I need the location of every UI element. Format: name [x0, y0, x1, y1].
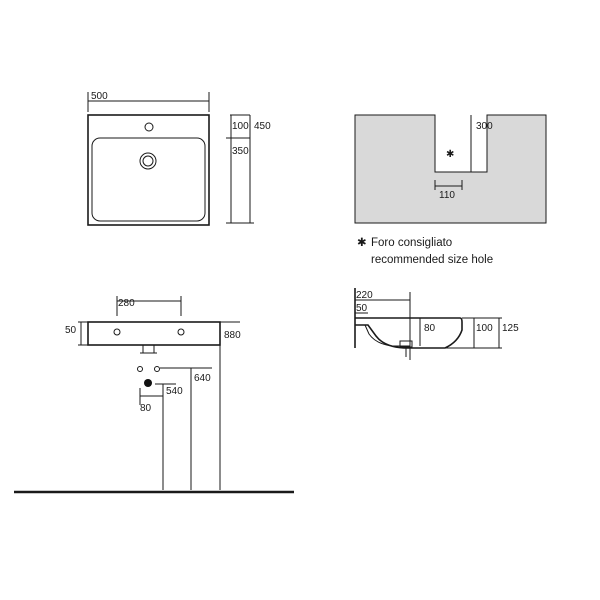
top-height-label: 880: [224, 330, 241, 341]
cutout-height-label: 300: [476, 121, 493, 132]
cutout-width-label: 110: [439, 190, 455, 201]
waste-pipe-point: [144, 379, 152, 387]
side-view: 220 50 80 100 125: [354, 288, 519, 360]
front-view: 280 50 80 540 640 880: [14, 296, 294, 494]
basin-front-outline: [87, 321, 221, 346]
supply-point-left: [137, 366, 143, 372]
inner-height-label: 100: [476, 323, 493, 334]
hole-spacing-label: 280: [118, 298, 135, 309]
depth-bowl-label: 350: [232, 146, 249, 157]
drain-inner: [142, 155, 154, 167]
depth-total-label: 450: [254, 121, 271, 132]
waste-outlet: [142, 344, 155, 354]
bowl-depth-label: 80: [424, 323, 436, 334]
drain-outer: [139, 152, 157, 170]
depth-top-label: 100: [232, 121, 249, 132]
fixing-hole-left: [113, 328, 121, 336]
tap-hole: [144, 122, 154, 132]
basin-side-inner: [364, 324, 410, 347]
note-asterisk-icon: ✱: [357, 237, 367, 249]
note-line-2: recommended size hole: [371, 254, 493, 266]
supply-offset-label: 80: [140, 403, 152, 414]
wall-panel: [354, 114, 547, 224]
supply-point-right: [154, 366, 160, 372]
total-height-label: 125: [502, 323, 519, 334]
recommended-hole-note: ✱ Foro consigliato recommended size hole: [357, 237, 493, 266]
supply-height-label: 540: [166, 386, 183, 397]
width-label: 500: [91, 91, 108, 102]
note-line-1: Foro consigliato: [371, 237, 452, 249]
fixing-hole-right: [177, 328, 185, 336]
wall-cutout-view: 300 110 ✱: [354, 114, 547, 224]
basin-bowl: [91, 137, 206, 222]
basin-side-profile: [355, 317, 463, 349]
offset-label: 50: [356, 303, 368, 314]
thickness-label: 50: [65, 325, 77, 336]
waste-height-label: 640: [194, 373, 211, 384]
basin-outline: [87, 114, 210, 226]
top-view: 500 100 450 350: [87, 91, 271, 226]
cutout-asterisk-icon: ✱: [446, 149, 454, 160]
projection-label: 220: [356, 290, 373, 301]
